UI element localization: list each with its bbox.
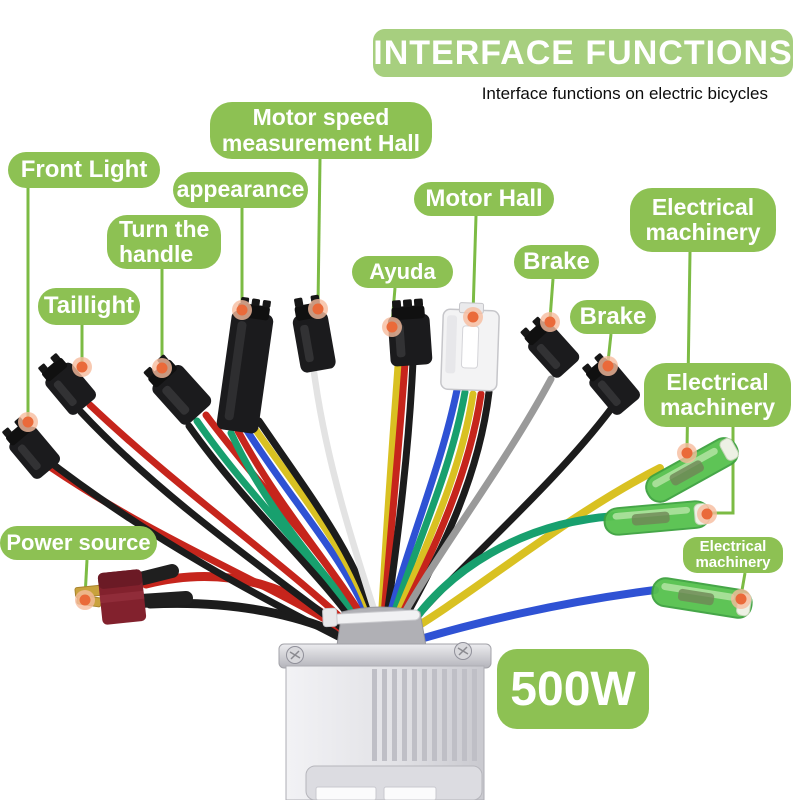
screw bbox=[454, 642, 472, 660]
label-power-source: Power source bbox=[0, 526, 157, 560]
page-subtitle: Interface functions on electric bicycles bbox=[481, 84, 768, 103]
label-turn-the-handle: Turn the handle bbox=[107, 215, 221, 269]
label-ayuda: Ayuda bbox=[352, 256, 453, 288]
label-brake-bottom: Brake bbox=[570, 300, 656, 334]
label-electrical-machinery-1: Electrical machinery bbox=[630, 188, 776, 252]
page-title: INTERFACE FUNCTIONS bbox=[373, 33, 793, 72]
pointer-dots bbox=[18, 299, 751, 610]
label-electrical-machinery-3: Electrical machinery bbox=[683, 537, 783, 573]
cable-tie bbox=[322, 607, 421, 628]
heatsink-fins bbox=[372, 669, 477, 761]
power-rating-badge: 500W bbox=[497, 649, 649, 729]
label-motor-speed-hall: Motor speed measurement Hall bbox=[210, 102, 432, 159]
label-brake-top: Brake bbox=[514, 245, 599, 279]
label-appearance: appearance bbox=[173, 172, 308, 208]
wire-harness bbox=[37, 357, 664, 650]
label-front-light: Front Light bbox=[8, 152, 160, 188]
controller-body bbox=[278, 606, 492, 800]
label-taillight: Taillight bbox=[38, 288, 140, 325]
electrical-machinery-connector-2 bbox=[602, 499, 712, 537]
title-banner: INTERFACE FUNCTIONS bbox=[373, 29, 793, 77]
connectors bbox=[0, 293, 755, 625]
label-electrical-machinery-2: Electrical machinery bbox=[644, 363, 791, 427]
motor-hall-connector bbox=[440, 302, 500, 392]
screw bbox=[286, 646, 304, 664]
label-motor-hall: Motor Hall bbox=[414, 182, 554, 216]
